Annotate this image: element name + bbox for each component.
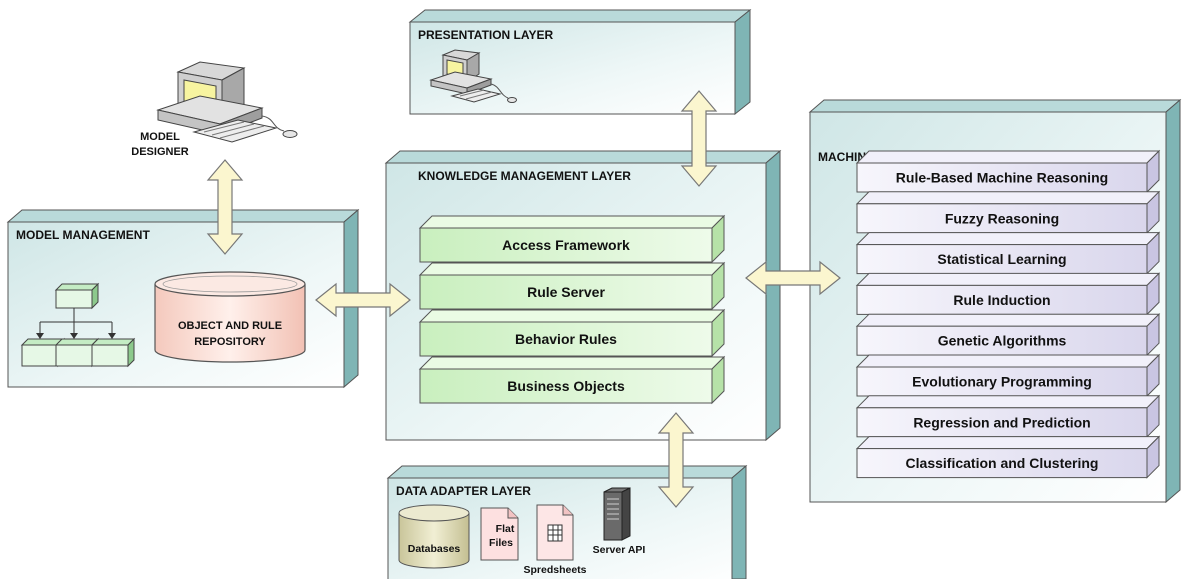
server-icon	[603, 487, 631, 541]
model-designer-label-line1: MODEL	[140, 131, 180, 143]
arrow-knowledge-services	[745, 260, 841, 296]
service-fuzzy-reasoning: Fuzzy Reasoning	[855, 190, 1161, 235]
arrow-presentation-knowledge	[680, 90, 718, 187]
service-classification-and-clustering-label: Classification and Clustering	[906, 455, 1099, 471]
flat-files-icon: Flat Files	[480, 507, 519, 561]
arrow-knowledge-data-adapter	[657, 412, 695, 508]
databases-label: Databases	[408, 543, 461, 555]
service-rule-induction-label: Rule Induction	[953, 292, 1050, 308]
spreadsheets-label: Spredsheets	[523, 564, 586, 576]
repository-label-line2: REPOSITORY	[194, 336, 266, 348]
knowledge-layer-behavior-rules-label: Behavior Rules	[515, 331, 617, 347]
knowledge-layer-business-objects: Business Objects	[418, 355, 726, 405]
knowledge-layer-access-framework: Access Framework	[418, 214, 726, 264]
hierarchy-icon	[20, 282, 136, 368]
service-statistical-learning: Statistical Learning	[855, 231, 1161, 275]
service-genetic-algorithms-label: Genetic Algorithms	[938, 333, 1067, 349]
computer-icon	[156, 61, 298, 143]
presentation-layer-panel: PRESENTATION LAYER	[408, 8, 752, 116]
knowledge-layer-access-framework-label: Access Framework	[502, 237, 630, 253]
service-regression-and-prediction-label: Regression and Prediction	[913, 414, 1090, 430]
service-rule-based-machine-reasoning-label: Rule-Based Machine Reasoning	[896, 170, 1108, 186]
service-genetic-algorithms: Genetic Algorithms	[855, 312, 1161, 357]
server-api-label: Server API	[593, 544, 646, 556]
service-statistical-learning-label: Statistical Learning	[937, 251, 1066, 267]
arrow-designer-repository	[206, 159, 244, 255]
service-fuzzy-reasoning-label: Fuzzy Reasoning	[945, 210, 1059, 226]
presentation-layer-title: PRESENTATION LAYER	[418, 28, 553, 42]
service-evolutionary-programming: Evolutionary Programming	[855, 353, 1161, 398]
arrow-repository-knowledge	[315, 282, 411, 318]
service-classification-and-clustering: Classification and Clustering	[855, 435, 1161, 479]
computer-icon	[429, 49, 517, 103]
knowledge-layer-business-objects-label: Business Objects	[507, 378, 625, 394]
model-designer-label-line2: DESIGNER	[131, 146, 189, 158]
data-adapter-title: DATA ADAPTER LAYER	[396, 484, 531, 498]
service-rule-induction: Rule Induction	[855, 272, 1161, 316]
flat-files-label-line1: Flat	[496, 523, 515, 535]
knowledge-layer-rule-server-label: Rule Server	[527, 284, 605, 300]
model-management-panel: MODEL MANAGEMENT	[6, 208, 360, 389]
knowledge-layer-behavior-rules: Behavior Rules	[418, 308, 726, 358]
databases-icon: Databases	[398, 504, 470, 569]
service-evolutionary-programming-label: Evolutionary Programming	[912, 374, 1092, 390]
knowledge-layer-rule-server: Rule Server	[418, 261, 726, 311]
service-rule-based-machine-reasoning: Rule-Based Machine Reasoning	[855, 149, 1161, 194]
flat-files-label-line2: Files	[489, 537, 513, 549]
repository-label-line1: OBJECT AND RULE	[178, 320, 282, 332]
data-adapter-panel: DATA ADAPTER LAYER Databases Flat Files …	[386, 464, 748, 579]
knowledge-layer-title: KNOWLEDGE MANAGEMENT LAYER	[418, 169, 631, 183]
spreadsheet-icon	[536, 504, 574, 561]
model-management-title: MODEL MANAGEMENT	[16, 228, 150, 242]
service-regression-and-prediction: Regression and Prediction	[855, 394, 1161, 439]
object-rule-repository-cylinder: OBJECT AND RULE REPOSITORY	[154, 271, 306, 363]
